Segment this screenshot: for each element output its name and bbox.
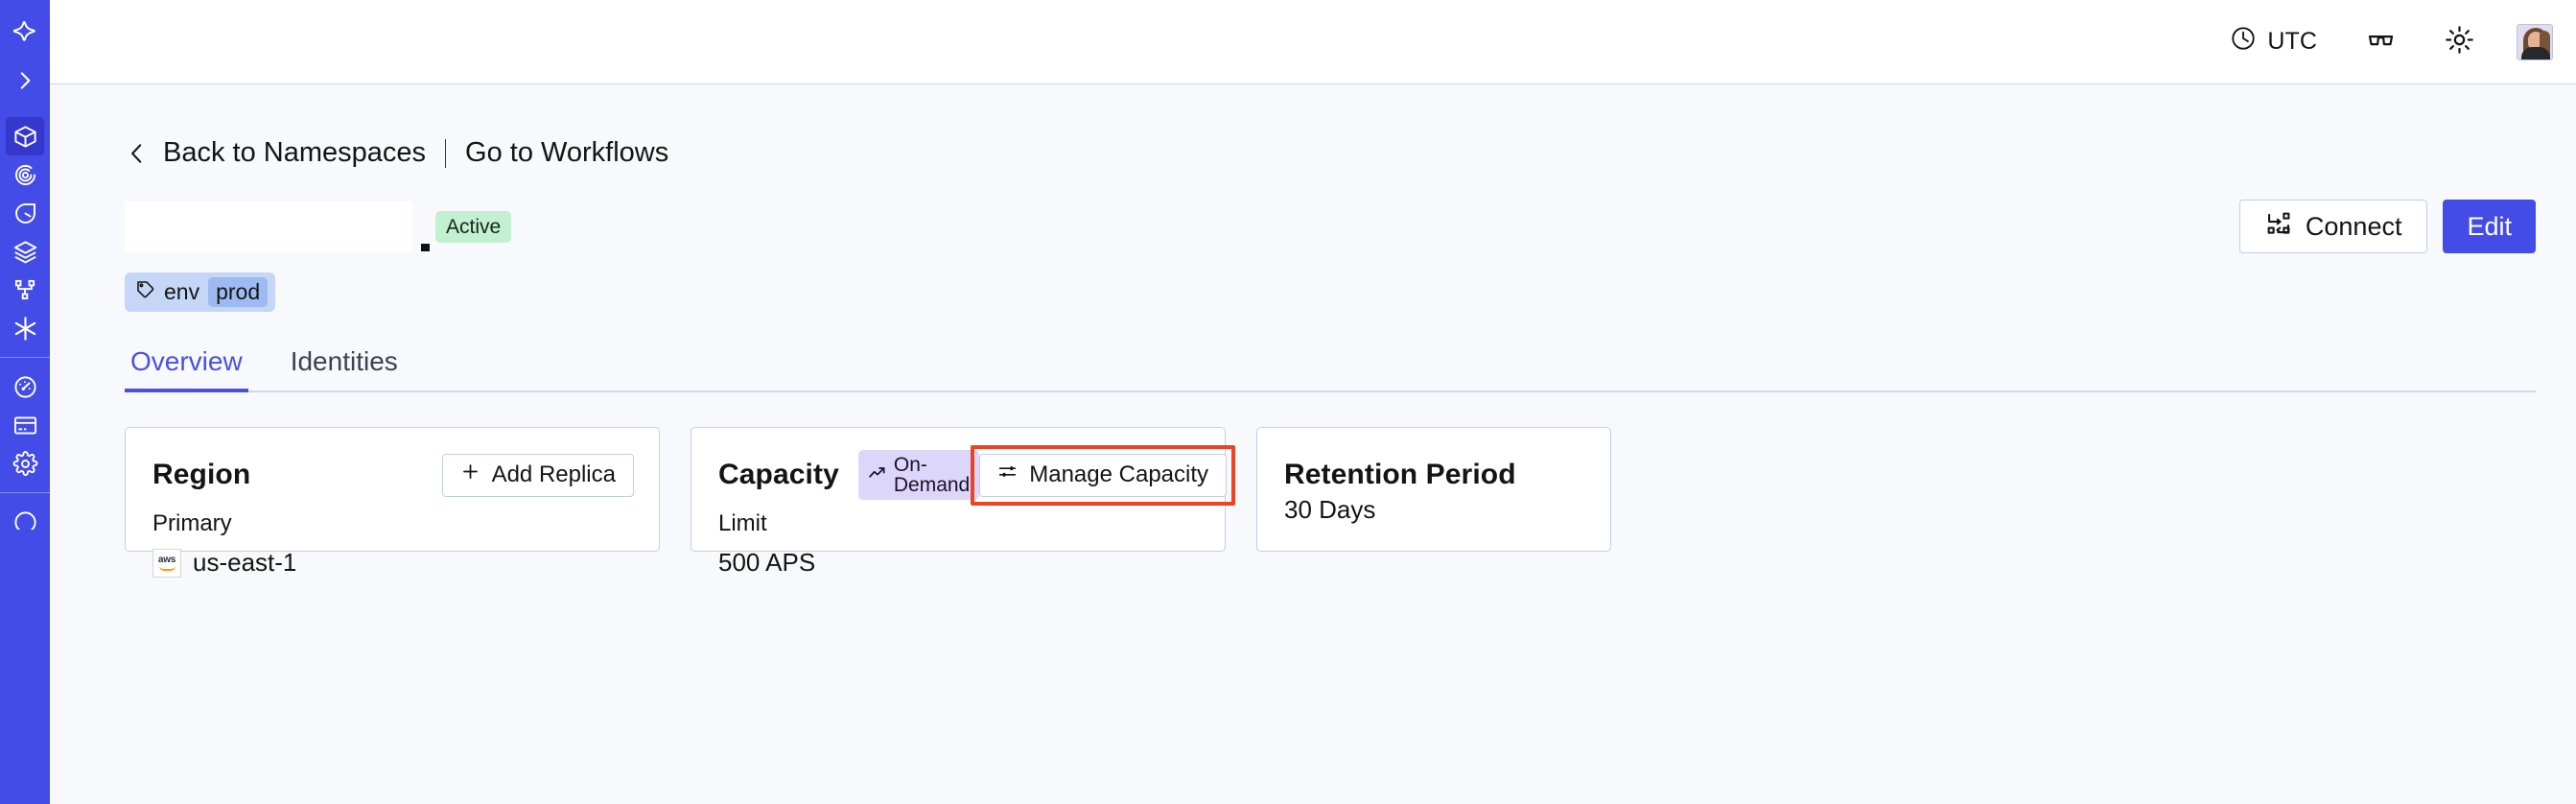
avatar-body xyxy=(2521,46,2550,59)
retention-card-header: Retention Period xyxy=(1284,455,1585,495)
chevron-left-icon[interactable] xyxy=(125,139,150,168)
edit-button-label: Edit xyxy=(2467,211,2512,241)
sliders-icon xyxy=(997,461,1018,488)
cube-icon xyxy=(6,117,44,155)
main-column: UTC xyxy=(50,0,2576,804)
timezone-selector[interactable]: UTC xyxy=(2230,25,2317,59)
capacity-card-header: Capacity On-Demand xyxy=(718,444,1236,506)
retention-value: 30 Days xyxy=(1284,495,1376,524)
manage-capacity-button[interactable]: Manage Capacity xyxy=(979,453,1228,497)
sidebar-item-schedules[interactable] xyxy=(0,194,50,232)
sidebar-item-namespaces[interactable] xyxy=(0,117,50,155)
primary-sidebar xyxy=(0,0,50,804)
namespace-title-row: Active Connect xyxy=(125,200,2536,253)
namespace-tabs: Overview Identities xyxy=(125,346,2536,392)
trend-up-icon xyxy=(868,463,887,486)
region-card-header: Region Add Replica xyxy=(152,453,634,497)
connect-button[interactable]: Connect xyxy=(2238,200,2428,253)
sidebar-item-batch-operations[interactable] xyxy=(0,232,50,271)
add-replica-button[interactable]: Add Replica xyxy=(441,453,634,497)
retention-card-title: Retention Period xyxy=(1284,459,1516,490)
layers-icon xyxy=(6,232,44,271)
sidebar-divider-1 xyxy=(0,357,50,358)
tag-value: prod xyxy=(208,277,269,307)
connect-icon xyxy=(2265,210,2292,244)
sidebar-item-expand-sidebar[interactable] xyxy=(0,61,50,100)
timezone-label: UTC xyxy=(2267,28,2317,55)
capacity-limit-label: Limit xyxy=(718,510,767,536)
tag-key: env xyxy=(164,279,200,304)
breadcrumb-separator xyxy=(445,138,447,168)
chevron-right-icon xyxy=(6,61,44,100)
timer-icon xyxy=(6,194,44,232)
region-primary-value-row: aws us-east-1 xyxy=(152,548,634,578)
namespace-name-redacted xyxy=(125,201,430,251)
tab-identities[interactable]: Identities xyxy=(290,346,398,376)
namespace-actions: Connect Edit xyxy=(2238,200,2536,253)
breadcrumb-workflows-link[interactable]: Go to Workflows xyxy=(465,137,669,168)
aws-logo: aws xyxy=(152,548,181,578)
spiral-eye-icon xyxy=(6,155,44,194)
retention-card: Retention Period 30 Days xyxy=(1256,427,1611,552)
sun-icon xyxy=(2445,25,2474,59)
credit-card-icon xyxy=(6,406,44,444)
sidebar-item-billing[interactable] xyxy=(0,406,50,444)
top-header: UTC xyxy=(50,0,2576,84)
sidebar-item-nexus[interactable] xyxy=(0,309,50,347)
status-badge: Active xyxy=(435,210,512,243)
user-avatar[interactable] xyxy=(2517,23,2553,60)
region-primary-label: Primary xyxy=(152,510,232,536)
tag-icon xyxy=(135,279,155,305)
theme-toggle-button[interactable] xyxy=(2438,21,2480,63)
glasses-icon xyxy=(2366,25,2396,59)
git-branch-icon xyxy=(6,271,44,309)
sidebar-item-usage[interactable] xyxy=(0,367,50,406)
capacity-card-action: Manage Capacity xyxy=(971,444,1236,506)
sidebar-divider-2 xyxy=(0,492,50,493)
sidebar-item-workflows[interactable] xyxy=(0,271,50,309)
sidebar-item-help[interactable] xyxy=(0,503,50,530)
namespace-name-glyph xyxy=(421,244,430,251)
temporal-logo[interactable] xyxy=(0,2,50,61)
add-replica-label: Add Replica xyxy=(491,461,616,487)
capacity-mode-label: On-Demand xyxy=(893,454,971,496)
asterisk-icon xyxy=(6,309,44,347)
region-card-action: Add Replica xyxy=(441,453,634,497)
manage-capacity-label: Manage Capacity xyxy=(1029,461,1209,487)
reading-mode-button[interactable] xyxy=(2359,21,2401,63)
edit-button[interactable]: Edit xyxy=(2443,200,2536,253)
region-card-title: Region xyxy=(152,459,251,490)
namespace-tags: env prod xyxy=(125,272,2536,312)
gauge-icon xyxy=(6,367,44,406)
page-content: Back to Namespaces Go to Workflows Activ… xyxy=(50,84,2576,804)
capacity-card-title: Capacity xyxy=(718,459,839,490)
region-primary-value: us-east-1 xyxy=(193,548,297,577)
avatar-hair-side xyxy=(2540,30,2550,59)
help-icon xyxy=(6,503,44,530)
capacity-card: Capacity On-Demand xyxy=(691,427,1236,577)
plus-icon xyxy=(460,461,480,488)
breadcrumb-back-link[interactable]: Back to Namespaces xyxy=(163,137,427,168)
capacity-mode-badge: On-Demand xyxy=(857,450,980,500)
capacity-limit-value: 500 APS xyxy=(718,548,816,577)
overview-cards: Region Add Replica Primary xyxy=(125,427,2536,578)
connect-button-label: Connect xyxy=(2305,211,2402,241)
gear-icon xyxy=(6,444,44,483)
region-card: Region Add Replica Primary xyxy=(125,427,660,578)
sidebar-item-observability[interactable] xyxy=(0,155,50,194)
tag-chip-env[interactable]: env prod xyxy=(125,272,276,312)
clock-icon xyxy=(2230,25,2257,59)
sidebar-item-settings[interactable] xyxy=(0,444,50,483)
breadcrumb: Back to Namespaces Go to Workflows xyxy=(125,137,2536,169)
tab-overview[interactable]: Overview xyxy=(125,346,248,392)
